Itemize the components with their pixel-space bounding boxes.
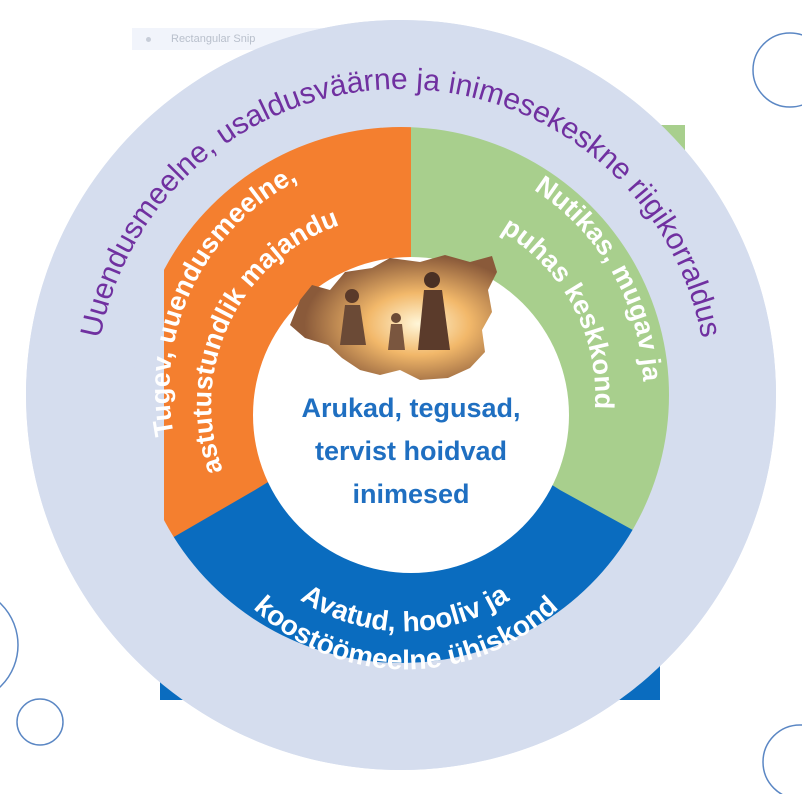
- decor-circle-bottom-right: [762, 724, 802, 794]
- center-label-line1: Arukad, tegusad,: [301, 393, 520, 423]
- center-label-line3: inimesed: [352, 479, 469, 509]
- center-label: Arukad, tegusad, tervist hoidvad inimese…: [301, 393, 520, 509]
- snip-label-text: Rectangular Snip: [171, 33, 256, 45]
- decor-circle-left-small: [16, 698, 64, 746]
- decor-circle-top-right: [752, 32, 802, 108]
- estonia-map-family-photo-icon: [290, 255, 497, 380]
- decor-circle-left-large: [0, 601, 19, 689]
- center-label-line2: tervist hoidvad: [315, 436, 507, 466]
- snip-dot-icon: [146, 36, 151, 42]
